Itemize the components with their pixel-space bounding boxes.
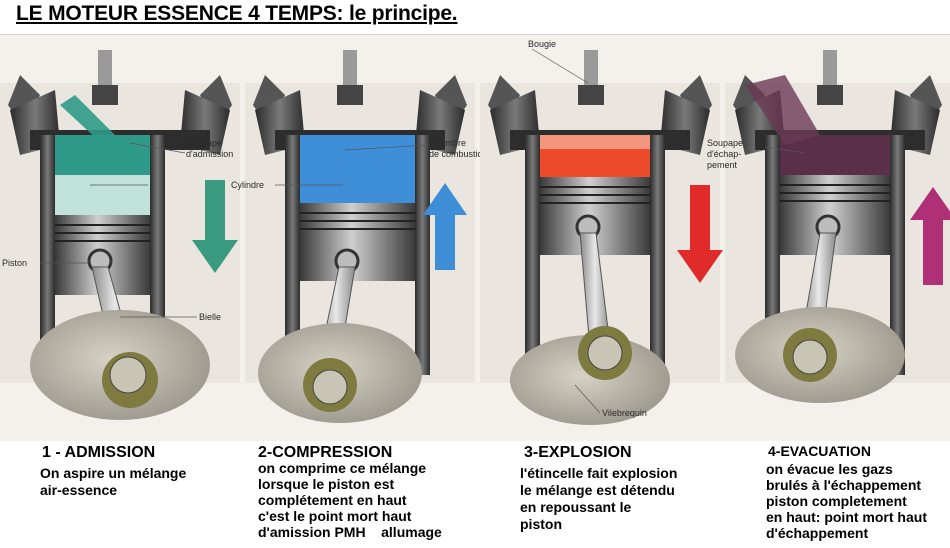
page-title: LE MOTEUR ESSENCE 4 TEMPS: le principe.: [16, 2, 458, 25]
step-1-title: 1 - ADMISSION: [42, 444, 156, 461]
step-4-title: 4-EVACUATION: [768, 443, 871, 459]
engine-compression: Chambre de combustion Cylindre: [231, 50, 488, 423]
svg-text:Bougie: Bougie: [528, 39, 556, 49]
step-3-line-1: l'étincelle fait explosion: [520, 465, 678, 481]
step-1-line-2: air-essence: [40, 482, 118, 498]
svg-text:Cylindre: Cylindre: [231, 180, 264, 190]
step-3-line-3: en repoussant le: [520, 499, 632, 515]
step-4-description: on évacue les gazs brulés à l'échappemen…: [766, 461, 927, 541]
engine-explosion: Bougie Vilebrequin: [480, 39, 723, 425]
step-4-line-4: en haut: point mort haut: [766, 509, 927, 525]
spark-plug: [584, 50, 598, 95]
svg-text:Soupape: Soupape: [707, 138, 743, 148]
svg-text:d'admission: d'admission: [186, 149, 233, 159]
svg-text:Piston: Piston: [2, 258, 27, 268]
step-3-title: 3-EXPLOSION: [524, 444, 632, 461]
step-2-line-2: lorsque le piston est: [258, 476, 395, 492]
svg-text:Bielle: Bielle: [199, 312, 221, 322]
spark-plug: [98, 50, 112, 95]
svg-text:Vilebrequin: Vilebrequin: [602, 408, 647, 418]
engine-evacuation: Soupape d'échap- pement: [707, 50, 950, 403]
motion-arrow: [192, 180, 238, 273]
step-3-description: l'étincelle fait explosion le mélange es…: [520, 465, 677, 533]
step-1-line-1: On aspire un mélange: [40, 465, 187, 481]
step-2-line-1: on comprime ce mélange: [258, 460, 427, 476]
step-2-line-3: complétement en haut: [258, 492, 407, 508]
step-3-line-4: piston: [520, 516, 562, 532]
step-4-line-2: brulés à l'échappement: [766, 477, 922, 493]
svg-text:d'échap-: d'échap-: [707, 149, 741, 159]
step-2-line-4: c'est le point mort haut: [258, 508, 412, 524]
step-4-line-3: piston completement: [766, 493, 907, 509]
svg-text:Chambre: Chambre: [429, 138, 466, 148]
engine-illustration: Soupape d'admission Piston Bielle: [0, 34, 950, 441]
step-2-title: 2-COMPRESSION: [258, 444, 393, 461]
step-3-line-2: le mélange est détendu: [520, 482, 675, 498]
step-4-line-1: on évacue les gazs: [766, 461, 893, 477]
gas-chamber: [780, 135, 890, 175]
svg-text:Soupape: Soupape: [186, 138, 222, 148]
svg-text:pement: pement: [707, 160, 738, 170]
motion-arrow: [423, 183, 467, 270]
motion-arrow: [910, 187, 950, 285]
step-2-description: on comprime ce mélange lorsque le piston…: [258, 460, 442, 540]
step-4-line-5: d'échappement: [766, 525, 869, 541]
engine-admission: Soupape d'admission Piston Bielle: [0, 50, 240, 420]
gas-chamber: [300, 135, 415, 203]
piston: [300, 203, 415, 281]
motion-arrow: [677, 185, 723, 283]
svg-text:de combustion: de combustion: [429, 149, 488, 159]
step-2-line-5: d'amission PMH allumage: [258, 524, 442, 540]
step-1-description: On aspire un mélange air-essence: [40, 465, 186, 499]
